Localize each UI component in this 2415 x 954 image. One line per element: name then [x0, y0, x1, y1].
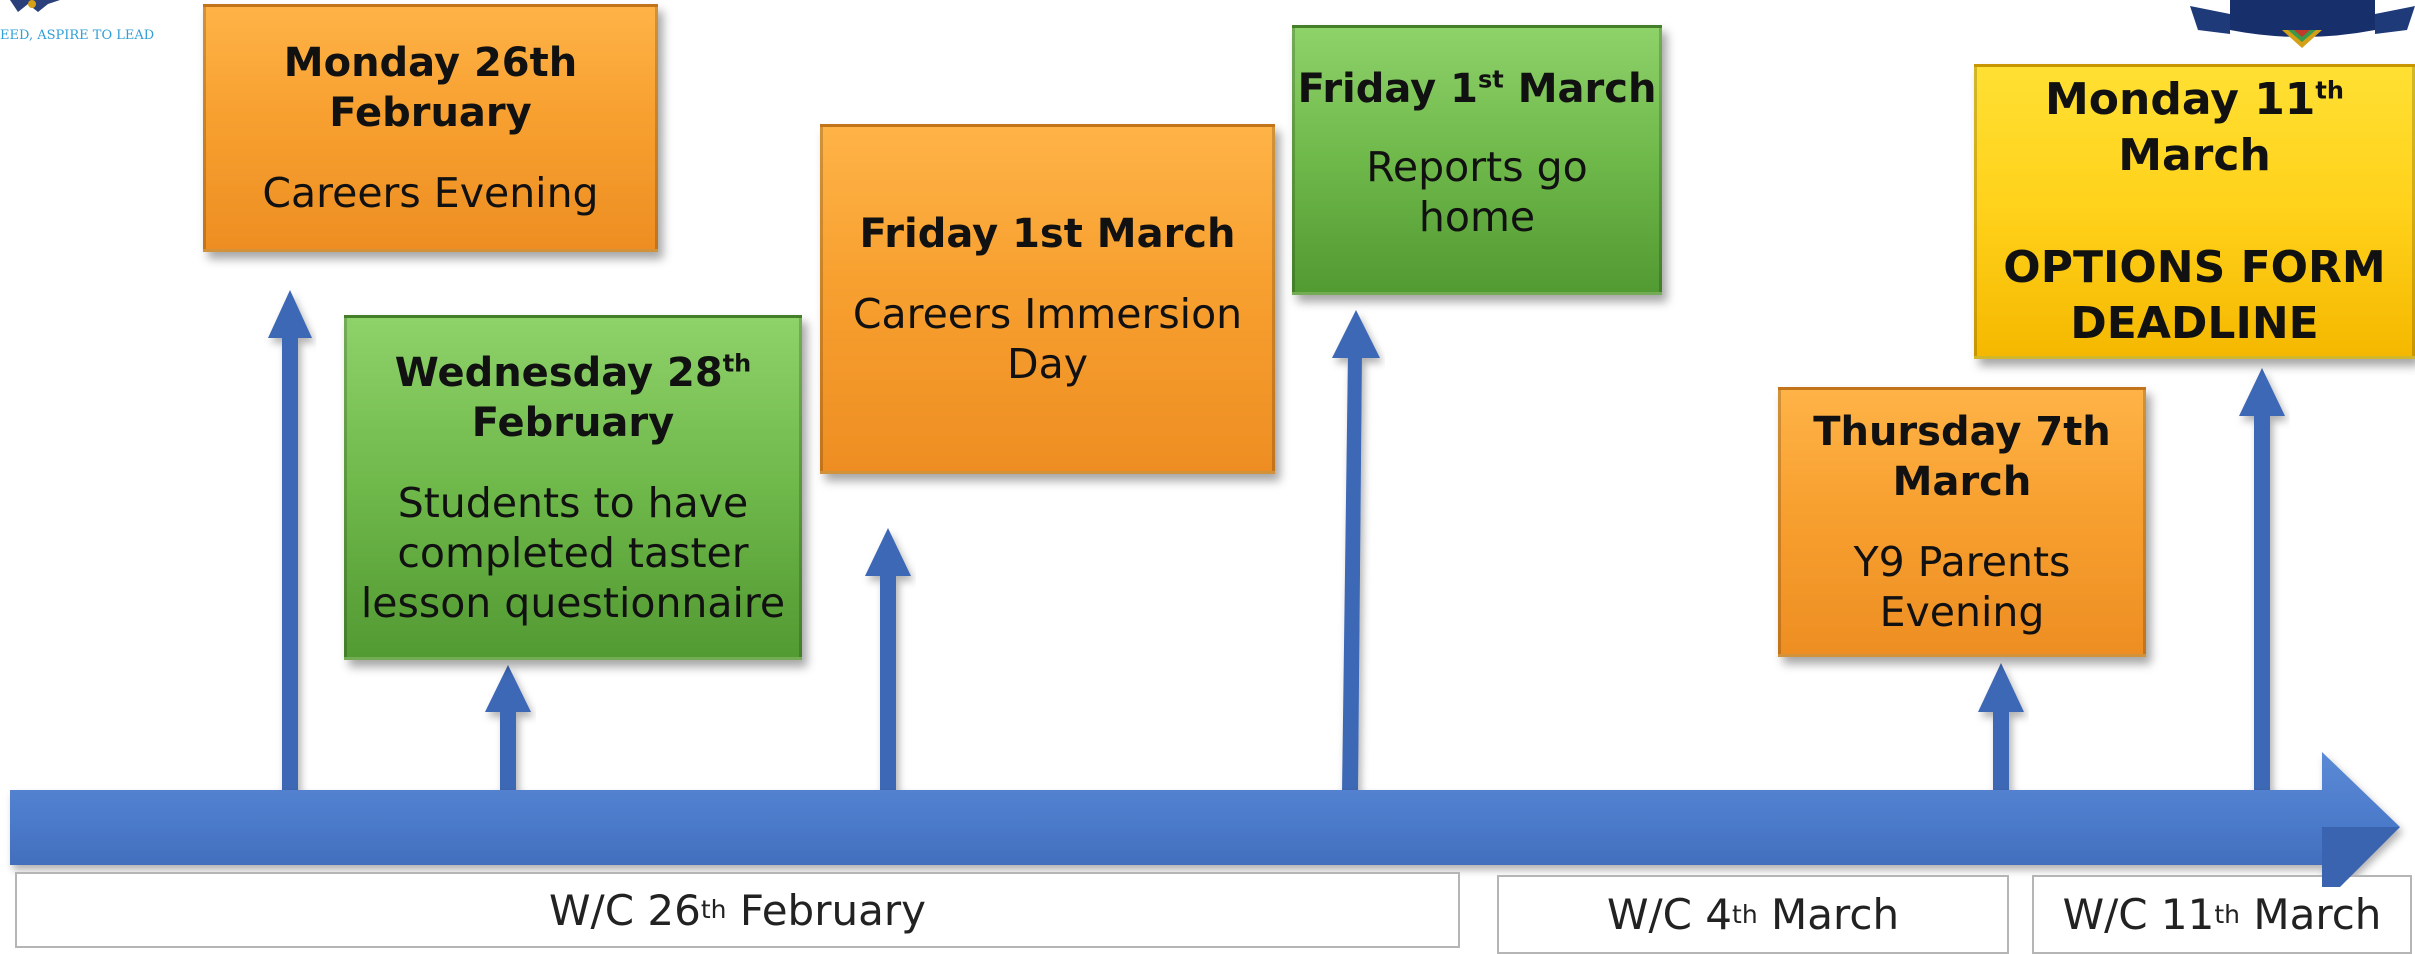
event-description: Students to have completed taster lesson… [360, 478, 786, 627]
event-description: Careers Evening [262, 169, 599, 217]
event-arrow [1332, 310, 1380, 792]
event-description: OPTIONS FORM DEADLINE [2003, 241, 2386, 349]
event-arrow [268, 290, 312, 792]
crest-icon [10, 0, 60, 12]
event-arrow [1978, 663, 2024, 792]
timeline-bar [10, 752, 2400, 902]
event-date: Thursday 7th March [1813, 409, 2111, 505]
crest-banner-icon [2190, 0, 2415, 48]
event-arrow [2239, 368, 2285, 792]
event-description: Y9 Parents Evening [1853, 538, 2071, 636]
event-reports-go-home: Friday 1st March Reports go home [1292, 25, 1662, 295]
event-careers-evening: Monday 26th February Careers Evening [203, 4, 658, 252]
event-arrow [485, 665, 531, 792]
event-careers-immersion-day: Friday 1st March Careers Immersion Day [820, 124, 1275, 474]
event-description: Reports go home [1366, 143, 1588, 241]
event-y9-parents-evening: Thursday 7th March Y9 Parents Evening [1778, 387, 2146, 657]
event-date: Monday 26th February [283, 40, 578, 136]
school-logo-right [2190, 0, 2415, 50]
logo-motto: EED, ASPIRE TO LEAD [0, 28, 155, 43]
event-description: Careers Immersion Day [852, 290, 1243, 388]
school-logo-left: EED, ASPIRE TO LEAD [0, 0, 154, 50]
event-date: Friday 1st March [859, 211, 1236, 257]
event-date: Friday 1st March [1297, 65, 1657, 112]
event-arrow [865, 528, 911, 792]
